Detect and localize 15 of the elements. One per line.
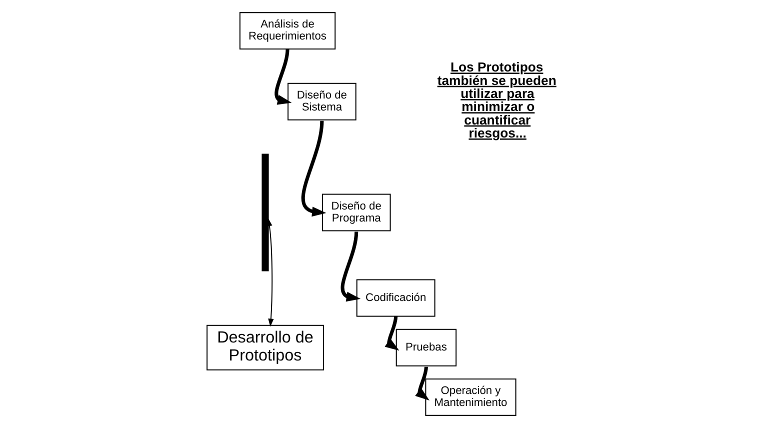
node-box: Operación y Mantenimiento <box>425 378 516 416</box>
arrow <box>301 120 326 217</box>
arrow <box>274 48 292 105</box>
node-box: Codificación <box>356 279 436 317</box>
node-box: Desarrollo de Prototipos <box>206 324 324 370</box>
node-box: Análisis de Requerimientos <box>239 12 336 50</box>
node-bar <box>262 154 269 272</box>
node-box: Pruebas <box>396 328 457 366</box>
node-box: Diseño de Programa <box>322 194 391 232</box>
label: Los Prototipos también se pueden utilizar para minimizar o cuantificar riesgos... <box>437 60 556 140</box>
arrow <box>266 218 274 327</box>
arrow <box>415 366 430 400</box>
node-box: Diseño de Sistema <box>288 82 356 120</box>
arrow <box>340 232 361 302</box>
arrow <box>384 316 400 351</box>
